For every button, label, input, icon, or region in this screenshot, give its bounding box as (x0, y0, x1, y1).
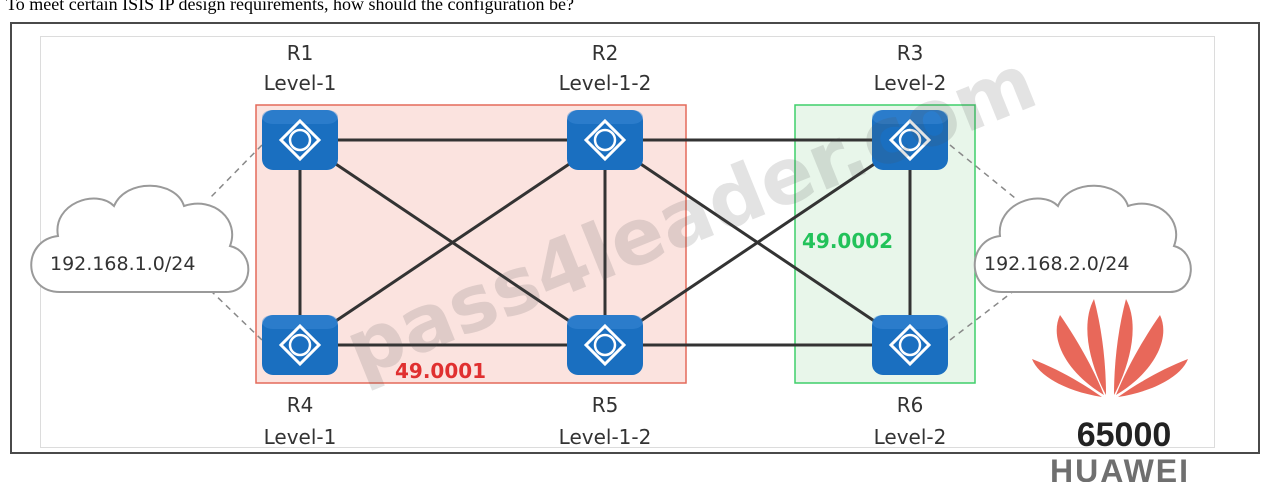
router-links (298, 138, 912, 347)
router-r6-name: R6 (897, 393, 924, 417)
cloud-links (209, 144, 1016, 341)
cloud-right (973, 184, 1192, 293)
as-number-label: 65000 (1077, 416, 1172, 454)
link-r5-r3 (604, 138, 911, 347)
link-r4-r2 (299, 138, 606, 347)
area-49-0001-label: 49.0001 (395, 359, 486, 383)
router-r6-level: Level-2 (874, 425, 947, 449)
router-r4-icon (260, 313, 340, 377)
router-r1-name: R1 (287, 41, 314, 65)
network-label-192-168-2-0: 192.168.2.0/24 (984, 253, 1129, 275)
area-49-0002-label: 49.0002 (802, 229, 893, 253)
router-r4-name: R4 (287, 393, 314, 417)
router-r2-level: Level-1-2 (559, 71, 652, 95)
router-r5-icon (565, 313, 645, 377)
router-r6-icon (870, 313, 950, 377)
router-r1-level: Level-1 (264, 71, 337, 95)
router-r5-level: Level-1-2 (559, 425, 652, 449)
question-header-text: To meet certain ISIS IP design requireme… (6, 0, 574, 14)
router-r2-icon (565, 108, 645, 172)
router-r3-level: Level-2 (874, 71, 947, 95)
router-r2-name: R2 (592, 41, 619, 65)
diagram-inner-border (40, 36, 1215, 448)
router-r5-name: R5 (592, 393, 619, 417)
router-r3-name: R3 (897, 41, 924, 65)
huawei-brand-name: HUAWEI (1050, 453, 1190, 482)
cloud-left (30, 184, 250, 293)
router-r4-level: Level-1 (264, 425, 337, 449)
network-label-192-168-1-0: 192.168.1.0/24 (50, 253, 195, 275)
huawei-logo-icon (1032, 299, 1188, 397)
router-r1-icon (260, 108, 340, 172)
